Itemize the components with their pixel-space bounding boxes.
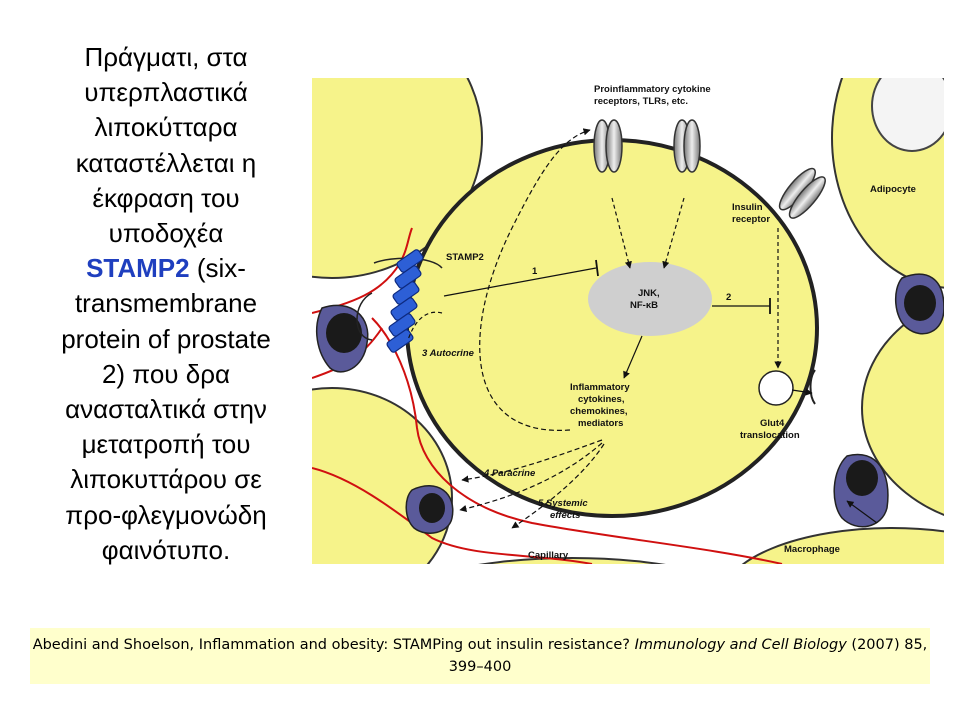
adipocyte-label: Adipocyte [870,184,916,195]
capillary-label: Capillary [528,550,569,561]
arrow-macrophage-pointer [846,500,878,524]
arrow-autocrine-loop [479,128,591,431]
receptors-label: receptors, TLRs, etc. [594,96,688,107]
stamp2-protein-icon [356,249,443,353]
jnk-label: JNK, [638,288,660,299]
paragraph-line: έκφραση του [92,182,240,213]
paragraph-fragment: (six- [189,253,246,284]
stamp2-label: STAMP2 [446,252,484,263]
glut4-label: translocation [740,430,800,441]
cytokine-receptor-icon [593,119,623,173]
inflammatory-label: mediators [578,418,623,429]
arrow-tlr-to-jnk [662,197,685,269]
receptors-label: Proinflammatory cytokine [594,84,711,95]
neighbor-adipocyte-bottom-right [741,527,944,564]
macrophage-right [895,273,944,335]
glut4-vesicle-icon [758,370,794,406]
paragraph-line: ανασταλτικά στην [65,394,267,425]
paragraph-line-stamp2: STAMP2 (six- [30,251,302,286]
inflammatory-label: chemokines, [570,406,628,417]
citation-box: Abedini and Shoelson, Inflammation and o… [30,628,930,684]
adipocyte-diagram: Proinflammatory cytokine receptors, TLRs… [312,78,944,564]
arrow-1-label: 1 [532,266,538,277]
systemic-label: effects [550,510,580,521]
arrow-jnk-to-mediators [623,335,643,379]
paragraph-line: υπερπλαστικά [84,77,248,108]
arrow-receptor-to-jnk [611,197,632,269]
arrow-autocrine-to-stamp2 [407,311,443,341]
arrow-paracrine [461,439,603,483]
autocrine-label: 3 Autocrine [422,348,475,359]
inhibition-bar [595,259,599,277]
paragraph-line: 2) που δρα [101,358,231,389]
paragraph-line: protein of prostate [61,323,271,354]
description-paragraph: Πράγματι, στα υπερπλαστικά λιποκύτταρα κ… [30,40,302,568]
insulin-receptor-label: receptor [732,214,770,225]
citation-details: (2007) 85, 399–400 [448,637,928,675]
citation-journal: Immunology and Cell Biology [634,637,847,653]
citation-authors: Abedini and Shoelson, Inflammation and o… [32,637,630,653]
paragraph-line: προ-φλεγμονώδη [65,499,267,530]
glut4-label: Glut4 [760,418,785,429]
systemic-label: 5 Systemic [538,498,588,509]
jnk-nfkb-complex [588,262,712,336]
paragraph-line: φαινότυπο. [101,534,231,565]
inflammatory-label: Inflammatory [570,382,630,393]
nfkb-label: NF-κB [630,300,658,311]
paragraph-line: καταστέλλεται η [75,147,257,178]
macrophage-bottom-left [405,485,454,534]
paragraph-line: λιποκυττάρου σε [70,464,262,495]
inflammatory-label: cytokines, [578,394,624,405]
arrow-2-label: 2 [726,292,731,303]
paragraph-line: λιποκύτταρα [94,112,238,143]
arrow-glut4-to-membrane [791,388,813,396]
arrow-paracrine-lower [459,442,603,513]
capillary-wall [371,317,783,564]
insulin-receptor-icon [778,167,826,219]
capillary-wall [312,467,593,564]
insulin-receptor-label: Insulin [732,202,763,213]
macrophage-bottom-right [833,453,889,528]
tlr-receptor-icon [673,119,701,173]
macrophage-left [315,304,369,373]
paracrine-label: 4 Paracrine [483,468,536,479]
inhibition-stamp2-to-jnk [443,267,597,297]
paragraph-line: μετατροπή του [81,429,251,460]
macrophage-label: Macrophage [784,544,840,555]
paragraph-line: transmembrane [74,288,258,319]
neighbor-adipocyte-right [861,299,944,517]
small-cell-top-right [871,78,944,152]
paragraph-line: υποδοχέα [108,218,224,249]
stamp2-highlight: STAMP2 [86,253,190,284]
paragraph-line: Πράγματι, στα [84,42,248,72]
arrow-systemic [511,443,605,529]
